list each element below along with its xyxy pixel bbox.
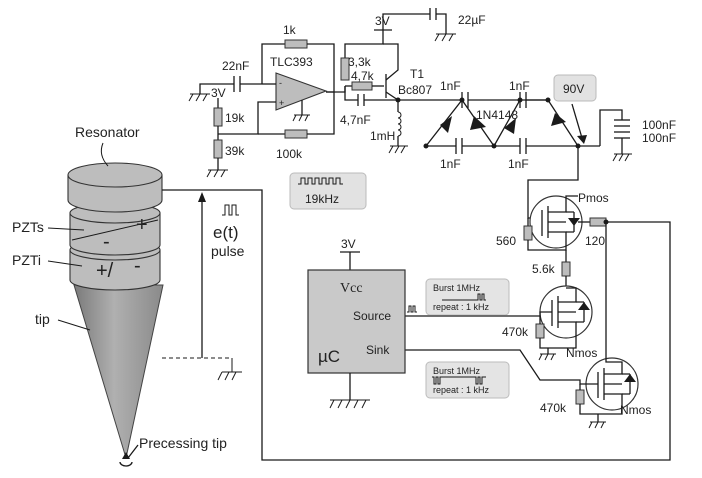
frequency-badge: 19kHz <box>289 172 367 210</box>
cap-1nf-b-label: 1nF <box>509 79 530 93</box>
pzti-pointer <box>47 260 83 267</box>
output-voltage-label: 90V <box>563 82 584 96</box>
svg-text:+: + <box>279 98 284 108</box>
diode-label: 1N4148 <box>476 108 518 122</box>
r-120-label: 120 <box>585 234 605 248</box>
precession-arrowhead-icon <box>122 452 130 459</box>
pulse-label-pulse: pulse <box>211 243 245 259</box>
cap-1nf-d-label: 1nF <box>508 157 529 171</box>
pzti-plus-sign: +/ <box>96 260 114 282</box>
r-39k-label: 39k <box>225 144 245 158</box>
driver-circuit <box>405 195 639 429</box>
r-470k-a-label: 470k <box>502 325 529 339</box>
cap-1nf-a-label: 1nF <box>440 79 461 93</box>
bc807-label: Bc807 <box>398 83 432 97</box>
tip-pointer <box>57 319 91 331</box>
pulse-indicator <box>162 192 242 381</box>
resonator-wire <box>162 189 671 461</box>
pzti-label: PZTi <box>12 252 41 268</box>
r-19k-label: 19k <box>225 111 245 125</box>
diode-icon-2 <box>470 116 486 130</box>
booster-circuit <box>340 8 632 219</box>
r-5k6-label: 5.6k <box>532 262 556 276</box>
repeat-1-label: repeat : 1 kHz <box>433 302 490 312</box>
freq-label: 19kHz <box>305 192 339 206</box>
mcu-box <box>307 269 406 374</box>
cap-100nf-a-label: 100nF <box>642 118 676 132</box>
pzts-plus-sign: + <box>136 214 148 236</box>
output-voltage-badge: 90V <box>553 74 597 102</box>
r-560-label: 560 <box>496 234 516 248</box>
diode-icon-3 <box>504 118 516 134</box>
resonator-disk <box>67 162 163 213</box>
t1-label: T1 <box>410 67 424 81</box>
r-4k7-label: 4,7k <box>351 69 375 83</box>
resonator-pointer <box>100 142 109 167</box>
precessing-tip-label: Precessing tip <box>139 435 227 451</box>
pzts-minus-sign: - <box>103 231 110 253</box>
cap-100nf-b-label: 100nF <box>642 131 676 145</box>
inductor-label: 1mH <box>370 129 395 143</box>
opamp-label: TLC393 <box>270 55 313 69</box>
svg-text:-: - <box>279 78 282 88</box>
burst-badge-1: Burst 1MHz repeat : 1 kHz <box>425 278 510 316</box>
precession-arrow-icon <box>119 461 133 467</box>
burst-badge-2: Burst 1MHz repeat : 1 kHz <box>425 361 510 399</box>
mcu-source-label: Source <box>353 309 391 323</box>
pulse-label-et: e(t) <box>213 223 239 242</box>
mcu-sink-label: Sink <box>366 343 390 357</box>
tip-cone <box>73 284 164 459</box>
diode-icon-1 <box>440 116 452 133</box>
cap-1nf-c-label: 1nF <box>440 157 461 171</box>
precessing-pointer <box>127 444 139 459</box>
cap-22nf-label: 22nF <box>222 59 249 73</box>
pmos-label: Pmos <box>578 191 609 205</box>
mcu-name-label: µC <box>318 347 340 366</box>
resonator-label: Resonator <box>75 124 140 140</box>
microcontroller <box>307 251 417 409</box>
r-470k-b-label: 470k <box>540 401 567 415</box>
pzts-label: PZTs <box>12 219 44 235</box>
nmos-b-label: Nmos <box>620 403 651 417</box>
nmos-a-label: Nmos <box>566 346 597 360</box>
tlc393-opamp <box>275 72 328 111</box>
diode-icon-4 <box>551 113 566 126</box>
transducer-stack: - + +/ - <box>67 162 164 459</box>
cap-4n7-label: 4,7nF <box>340 113 371 127</box>
repeat-2-label: repeat : 1 kHz <box>433 385 490 395</box>
tip-label: tip <box>35 311 50 327</box>
pzts-pointer <box>47 227 85 231</box>
burst-1-label: Burst 1MHz <box>433 283 481 293</box>
r-100k-label: 100k <box>276 147 303 161</box>
burst-2-label: Burst 1MHz <box>433 366 481 376</box>
osc-3v-label: 3V <box>211 86 226 100</box>
cap-22uf-label: 22µF <box>458 13 486 27</box>
mcu-vcc-label: Vcc <box>340 281 363 296</box>
r-1k-label: 1k <box>283 23 297 37</box>
r-3k3-label: 3,3k <box>348 55 372 69</box>
pzti-minus-sign: - <box>134 255 141 277</box>
oscillator-circuit: - + <box>188 39 346 178</box>
mcu-3v-label: 3V <box>341 237 356 251</box>
booster-3v-label: 3V <box>375 14 390 28</box>
